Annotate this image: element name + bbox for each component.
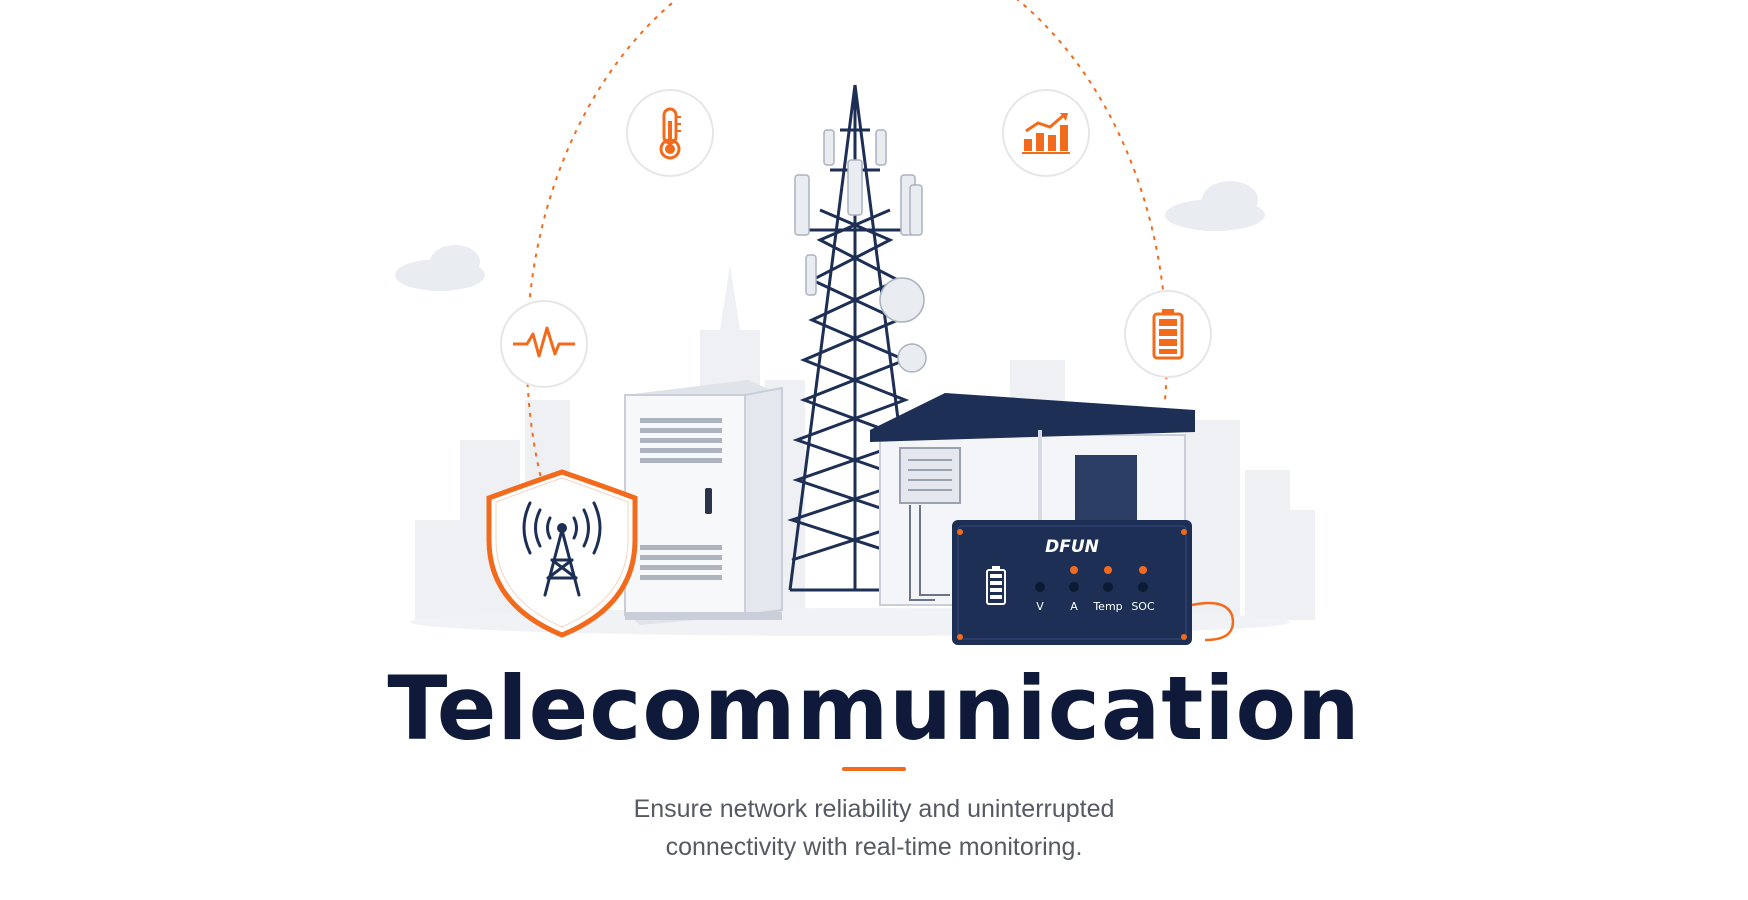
title-underline	[842, 767, 906, 771]
indicator-label-soc: SOC	[1131, 600, 1155, 613]
indicator-label-a: A	[1070, 600, 1078, 613]
thermometer-circle	[626, 89, 714, 177]
battery-circle	[1124, 290, 1212, 378]
pulse-circle	[500, 300, 588, 388]
subtitle-line-1: Ensure network reliability and uninterru…	[633, 795, 1115, 823]
indicator-label-temp: Temp	[1092, 600, 1122, 613]
device-brand: DFUN	[1045, 537, 1099, 557]
tower-antennas	[794, 129, 927, 373]
page-subtitle: Ensure network reliability and uninterru…	[0, 790, 1748, 866]
battery-icon	[1152, 309, 1184, 360]
subtitle-line-2: connectivity with real-time monitoring.	[665, 833, 1083, 861]
battery-level-icon	[986, 566, 1006, 605]
indicator-label-v: V	[1036, 600, 1044, 613]
cloud-right	[1165, 181, 1265, 231]
growth-chart-circle	[1002, 89, 1090, 177]
thermometer-icon	[659, 107, 681, 160]
cloud-left	[395, 245, 485, 291]
outdoor-cabinet	[624, 380, 783, 625]
bar-chart-growth-icon	[1022, 113, 1070, 154]
device-cable	[1191, 601, 1235, 642]
monitoring-device: DFUN V A Temp SOC	[952, 520, 1235, 645]
page-title: Telecommunication	[387, 657, 1361, 760]
signal-tower-shield-icon	[486, 469, 638, 638]
pulse-waveform-icon	[513, 326, 575, 358]
